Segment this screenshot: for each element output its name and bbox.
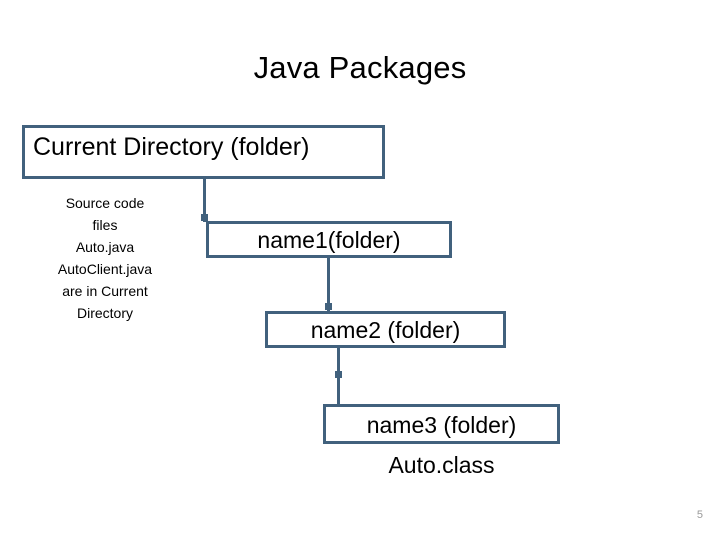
box-current-directory[interactable]: Current Directory (folder)	[22, 125, 385, 179]
arrow-head-icon-name2-to-name3	[335, 371, 342, 378]
box-current-directory-label: Current Directory (folder)	[33, 133, 310, 161]
page-number: 5	[696, 509, 703, 521]
arrow-head-icon-current-directory-to-name1	[201, 214, 208, 221]
arrow-head-icon-name1-to-name2	[325, 303, 332, 310]
page-title: Java Packages	[253, 50, 467, 85]
source-note-line-4: AutoClient.java	[57, 261, 153, 277]
box-name2-label: name2 (folder)	[310, 317, 461, 343]
auto-class-caption: Auto.class	[388, 452, 495, 478]
box-name2[interactable]: name2 (folder)	[265, 311, 506, 348]
source-note-line-1: Source code	[65, 195, 145, 211]
source-note-line-3: Auto.java	[75, 239, 135, 255]
connector-current-directory-to-name1	[203, 179, 206, 222]
box-name3-label: name3 (folder)	[366, 412, 517, 438]
source-note-line-2: files	[92, 217, 118, 233]
box-name1[interactable]: name1(folder)	[206, 221, 452, 258]
source-note-line-6: Directory	[76, 305, 133, 321]
source-note-line-5: are in Current	[62, 283, 148, 299]
box-name3[interactable]: name3 (folder)	[323, 404, 560, 444]
box-name1-label: name1(folder)	[257, 227, 401, 253]
connector-name1-to-name2	[327, 258, 330, 311]
source-code-note: Source code files Auto.java AutoClient.j…	[36, 192, 174, 324]
